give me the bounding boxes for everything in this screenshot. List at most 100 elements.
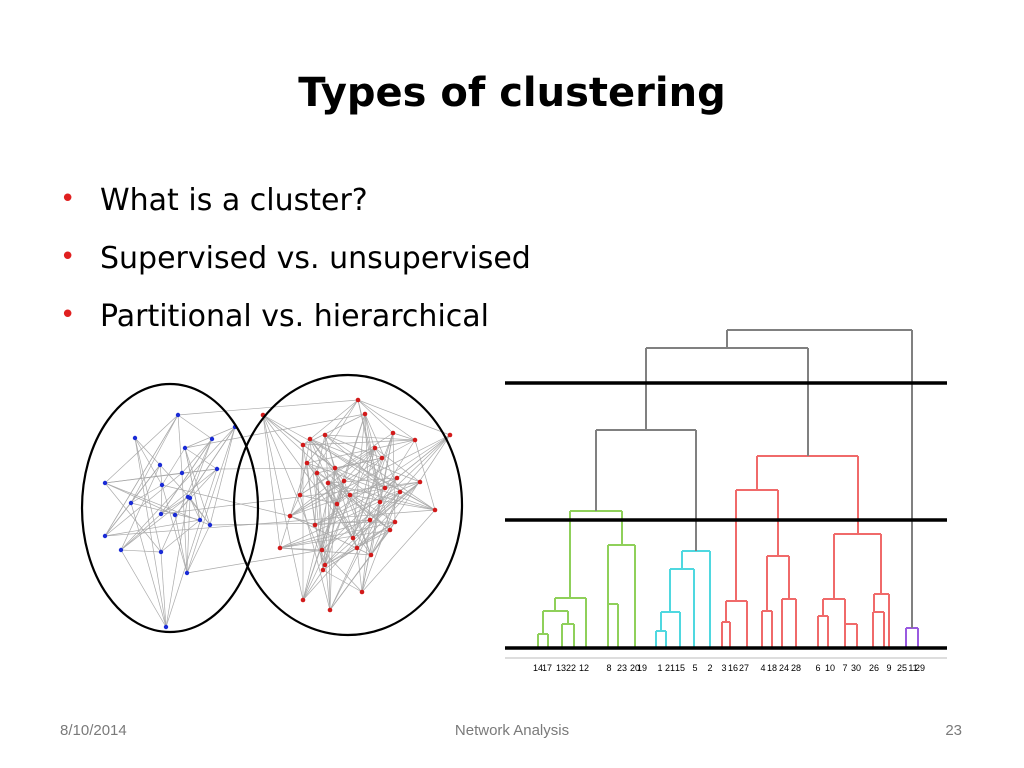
network-edge: [364, 413, 371, 521]
network-edge: [302, 491, 401, 601]
network-node-right: [350, 535, 356, 541]
network-node-right: [322, 432, 328, 438]
network-edge: [361, 509, 436, 593]
network-edge: [370, 491, 401, 556]
network-node-right: [354, 545, 360, 551]
network-node-left: [158, 511, 164, 517]
network-edge: [186, 426, 236, 574]
network-node-right: [334, 501, 340, 507]
network-node-right: [307, 436, 313, 442]
network-edge: [306, 462, 338, 505]
network-edge: [289, 434, 451, 517]
network-nodes: [102, 397, 453, 630]
network-edge: [262, 414, 336, 469]
network-edge: [160, 481, 421, 515]
network-node-left: [197, 517, 203, 523]
network-edge: [177, 414, 213, 440]
network-node-right: [394, 475, 400, 481]
leaf-label: 19: [637, 663, 647, 673]
network-edge: [299, 447, 376, 496]
network-node-right: [300, 597, 306, 603]
network-node-left: [157, 462, 163, 468]
network-node-right: [314, 470, 320, 476]
network-node-right: [332, 465, 338, 471]
network-edge: [314, 472, 318, 526]
network-edge: [165, 496, 189, 628]
network-edge: [379, 434, 451, 503]
network-node-left: [102, 480, 108, 486]
network-node-right: [417, 479, 423, 485]
network-node-right: [367, 517, 373, 523]
network-edge: [302, 444, 381, 503]
network-edge: [184, 447, 211, 526]
network-edge: [216, 467, 336, 470]
network-edge: [120, 464, 161, 551]
network-node-right: [412, 437, 418, 443]
network-graph-figure: [80, 373, 464, 637]
network-edge: [104, 519, 201, 537]
network-node-left: [159, 482, 165, 488]
network-node-left: [175, 412, 181, 418]
bullet-text: What is a cluster?: [100, 183, 368, 218]
leaf-label: 8: [606, 663, 611, 673]
network-edge: [134, 437, 163, 486]
leaf-label: 28: [791, 663, 801, 673]
network-edge: [324, 501, 381, 566]
network-edge: [161, 484, 188, 574]
bullet-icon: •: [60, 184, 76, 214]
network-edge: [262, 414, 281, 549]
leaf-label: 7: [842, 663, 847, 673]
network-edge: [324, 521, 396, 566]
network-node-right: [387, 527, 393, 533]
network-edge: [302, 569, 324, 601]
page-number: 23: [945, 722, 962, 739]
bullet-icon: •: [60, 242, 76, 272]
cluster-boundary-left: [80, 382, 260, 634]
network-node-right: [287, 513, 293, 519]
network-edge: [329, 521, 396, 611]
network-edge: [392, 432, 416, 441]
network-edge: [209, 521, 396, 526]
network-node-right: [447, 432, 453, 438]
network-edge: [324, 434, 336, 469]
leaf-label: 17: [542, 663, 552, 673]
network-edge: [322, 467, 336, 571]
network-edge: [369, 481, 421, 521]
network-edge: [279, 519, 371, 549]
slide-title: Types of clustering: [298, 70, 726, 116]
leaf-label: 15: [675, 663, 685, 673]
network-edge: [349, 494, 436, 511]
network-edge: [189, 497, 201, 521]
network-edge: [329, 467, 336, 611]
leaf-label: 4: [760, 663, 765, 673]
network-edge: [186, 549, 323, 574]
footer-title: Network Analysis: [454, 722, 570, 739]
network-node-left: [158, 549, 164, 555]
dendrogram-branches: [537, 329, 919, 648]
network-node-right: [382, 485, 388, 491]
network-node-right: [277, 545, 283, 551]
leaf-label: 22: [566, 663, 576, 673]
network-edge: [289, 480, 345, 517]
network-edge: [104, 472, 183, 484]
network-node-right: [379, 455, 385, 461]
network-edge: [356, 481, 421, 549]
leaf-label: 10: [825, 663, 835, 673]
network-edge: [361, 432, 394, 593]
network-node-right: [355, 397, 361, 403]
network-edge: [302, 399, 359, 446]
bullet-text: Supervised vs. unsupervised: [100, 241, 531, 276]
network-edge: [324, 434, 436, 511]
network-edge: [289, 494, 301, 517]
network-edge: [161, 447, 186, 486]
leaf-label: 21: [665, 663, 675, 673]
network-node-right: [377, 499, 383, 505]
network-node-right: [319, 547, 325, 553]
network-node-right: [320, 567, 326, 573]
leaf-label: 14: [533, 663, 543, 673]
network-edge: [161, 484, 291, 517]
network-node-right: [372, 445, 378, 451]
network-edge: [279, 462, 308, 549]
network-edge: [414, 439, 436, 511]
